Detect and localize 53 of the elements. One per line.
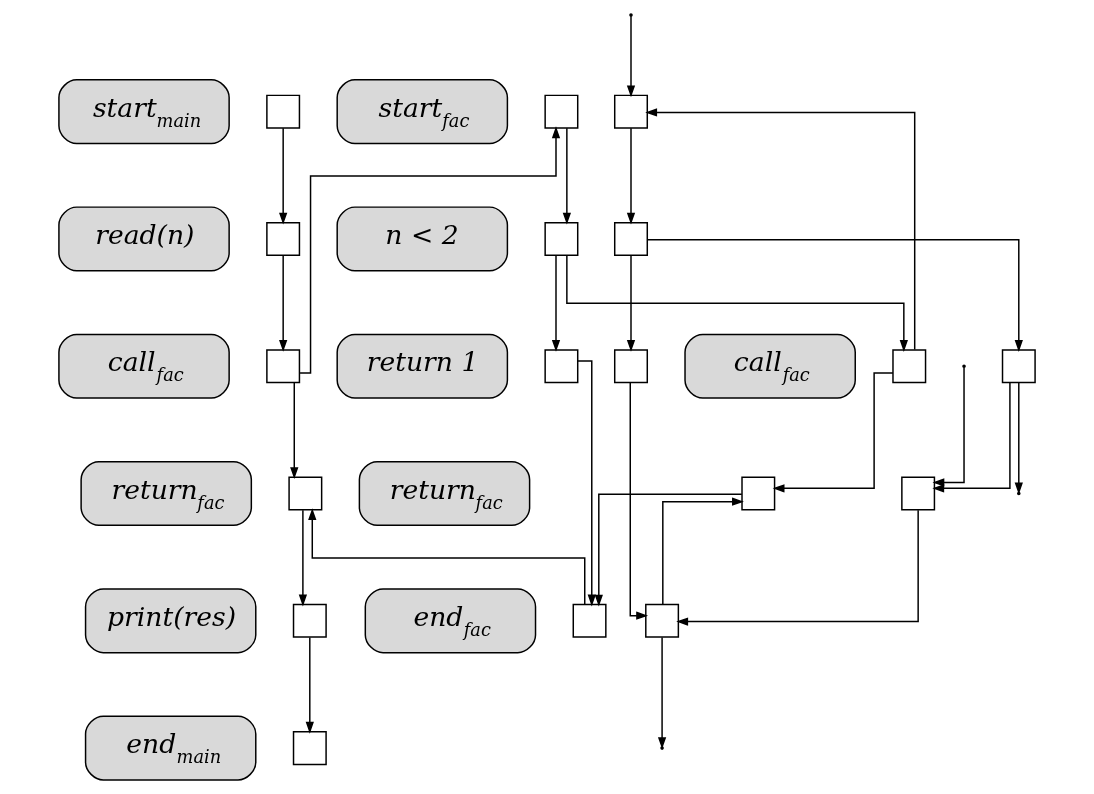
node-box: start$_{main}$ xyxy=(58,79,230,145)
arrow xyxy=(772,372,894,493)
arrow xyxy=(298,509,308,607)
node-box xyxy=(892,349,927,384)
node-box: print(res) xyxy=(84,588,257,654)
node-box: call$_{fac}$ xyxy=(58,333,230,399)
node-box: return$_{fac}$ xyxy=(358,460,531,527)
node-box xyxy=(544,94,579,129)
node-box: read(n) xyxy=(58,206,230,272)
arrow xyxy=(626,254,636,352)
node-box xyxy=(741,476,776,511)
node-box xyxy=(572,603,607,638)
arrow xyxy=(279,127,288,225)
arrow xyxy=(279,254,288,352)
node-box xyxy=(645,603,680,638)
node-box xyxy=(266,349,301,384)
node-box xyxy=(292,603,327,638)
arrow xyxy=(626,127,636,225)
arrow xyxy=(562,127,571,225)
node-box xyxy=(614,94,648,129)
arrow xyxy=(662,497,744,605)
arrow xyxy=(629,381,649,620)
node-box xyxy=(544,349,579,384)
node-box xyxy=(266,94,301,129)
arrow xyxy=(932,366,965,493)
arrow xyxy=(551,254,561,352)
arrow xyxy=(626,15,636,98)
node-box xyxy=(901,476,936,511)
arrow xyxy=(305,636,314,734)
node-box: call$_{fac}$ xyxy=(684,333,856,399)
node-box: end$_{main}$ xyxy=(84,715,257,781)
arrow xyxy=(676,509,919,626)
node-box xyxy=(288,476,323,511)
arrow xyxy=(645,108,916,351)
arrow xyxy=(308,508,586,606)
node-box xyxy=(614,221,648,256)
node-box: end$_{fac}$ xyxy=(364,588,537,654)
arrow xyxy=(657,636,667,750)
node-box xyxy=(292,731,327,766)
arrow xyxy=(290,382,299,480)
arrow xyxy=(299,126,561,374)
node-box xyxy=(266,221,301,256)
arrow xyxy=(594,493,743,607)
arrow xyxy=(566,255,908,352)
arrow xyxy=(646,238,1023,352)
node-box xyxy=(614,349,648,384)
node-box: return 1 xyxy=(336,333,509,399)
node-box xyxy=(544,221,579,256)
arrow xyxy=(932,382,1011,493)
node-box: n < 2 xyxy=(336,206,509,272)
node-box xyxy=(1001,349,1036,384)
node-box: return$_{fac}$ xyxy=(80,460,253,527)
node-box: start$_{fac}$ xyxy=(336,79,509,145)
